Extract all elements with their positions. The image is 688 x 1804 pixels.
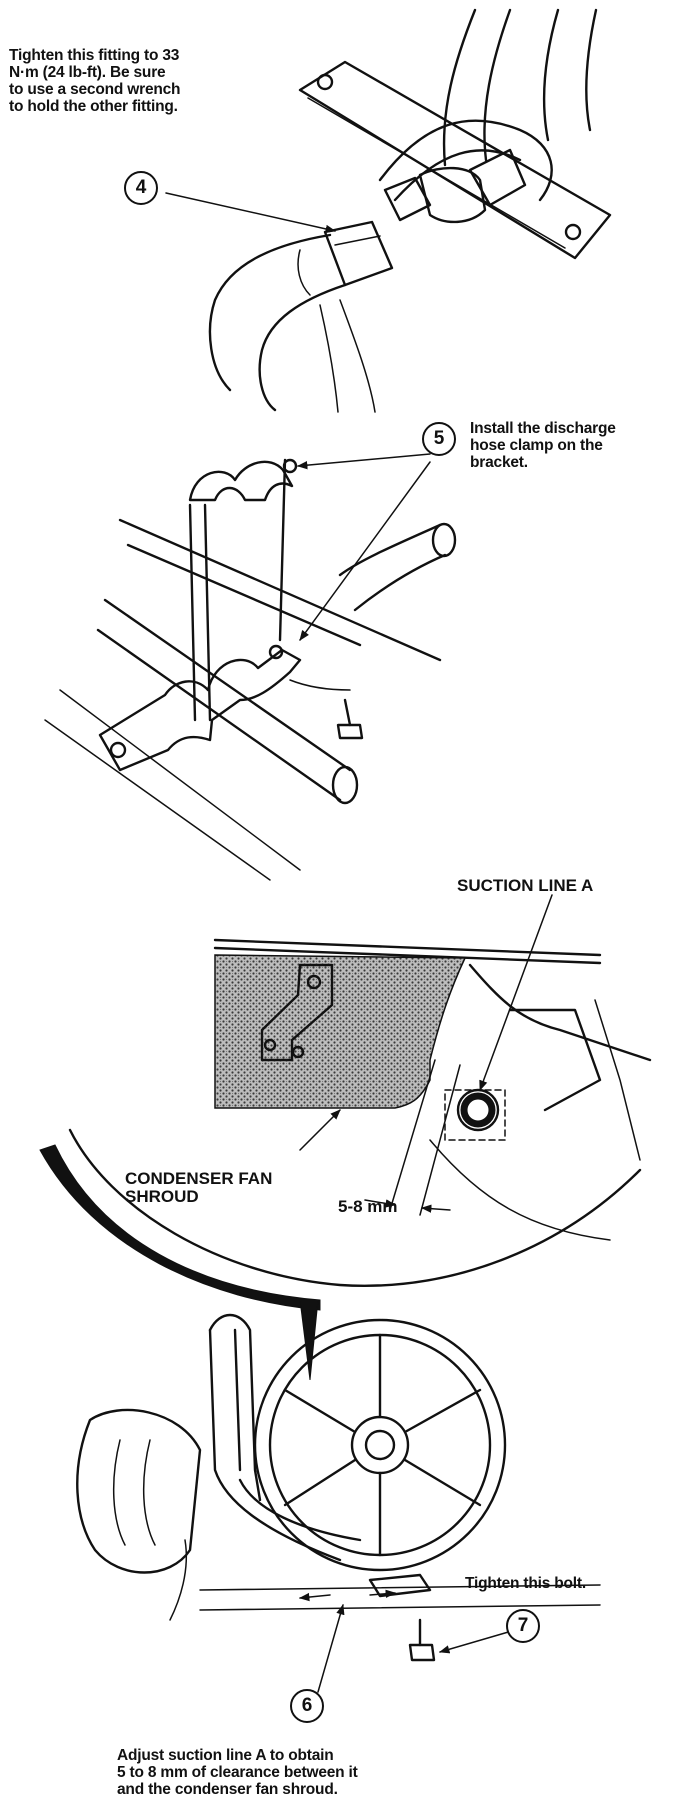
step-7-note: Tighten this bolt. bbox=[465, 1575, 586, 1592]
clamp-illustration bbox=[44, 453, 457, 881]
callout-5: 5 bbox=[422, 422, 456, 456]
condenser-fan-illustration bbox=[76, 1313, 601, 1693]
step-6-note: Adjust suction line A to obtain 5 to 8 m… bbox=[117, 1747, 358, 1798]
step-5-note: Install the discharge hose clamp on the … bbox=[470, 420, 616, 471]
clearance-detail bbox=[39, 894, 652, 1381]
callout-6: 6 bbox=[290, 1689, 324, 1723]
shroud-label: CONDENSER FAN SHROUD bbox=[125, 1169, 273, 1206]
callout-7: 7 bbox=[506, 1609, 540, 1643]
suction-line-label: SUCTION LINE A bbox=[457, 876, 594, 895]
callout-4: 4 bbox=[124, 171, 158, 205]
step-4-note: Tighten this fitting to 33 N·m (24 lb-ft… bbox=[9, 47, 181, 115]
fitting-illustration bbox=[165, 8, 612, 413]
clearance-label: 5-8 mm bbox=[338, 1197, 398, 1216]
